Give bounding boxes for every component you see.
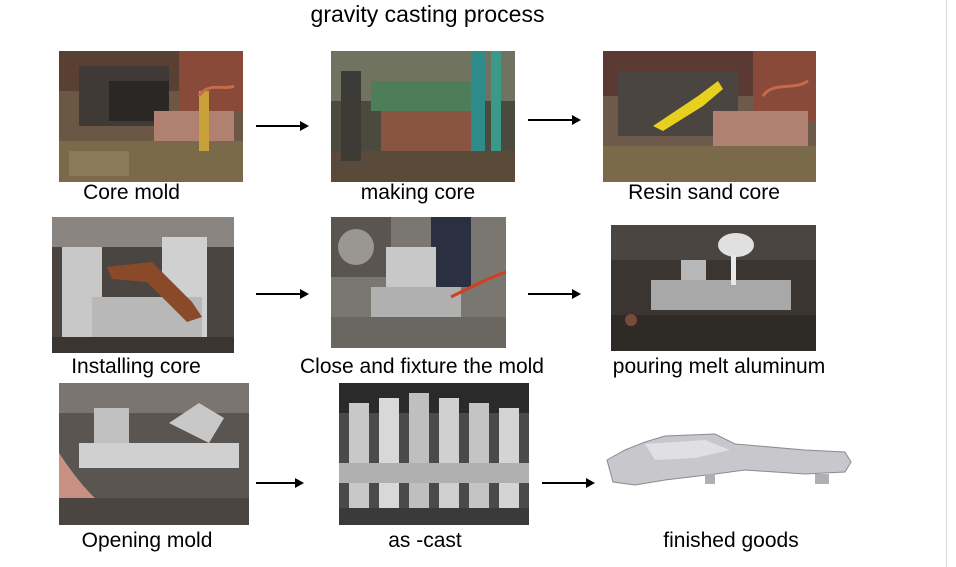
arrow-2-to-3 — [528, 115, 581, 125]
caption-core-mold: Core mold — [59, 181, 204, 205]
photo-making-core — [331, 51, 515, 182]
diagram-title: gravity casting process — [0, 0, 855, 28]
photo-core-mold — [59, 51, 243, 182]
caption-making-core: making core — [339, 181, 497, 205]
caption-installing-core: Installing core — [60, 355, 212, 379]
arrow-1-to-2 — [256, 121, 309, 131]
arrow-5-to-6 — [528, 289, 581, 299]
caption-as-cast: as -cast — [366, 529, 484, 553]
photo-pouring-aluminum — [611, 225, 816, 351]
arrow-8-to-9 — [542, 478, 595, 488]
caption-opening-mold: Opening mold — [67, 529, 227, 553]
photo-resin-sand-core — [603, 51, 816, 182]
arrow-7-to-8 — [256, 478, 304, 488]
arrow-4-to-5 — [256, 289, 309, 299]
caption-pouring-aluminum: pouring melt aluminum — [592, 355, 846, 379]
photo-close-fixture-mold — [331, 217, 506, 348]
photo-installing-core — [52, 217, 234, 353]
photo-opening-mold — [59, 383, 249, 525]
right-border-line — [946, 0, 947, 567]
photo-as-cast — [339, 383, 529, 525]
caption-resin-sand-core: Resin sand core — [610, 181, 798, 205]
caption-close-fixture-mold: Close and fixture the mold — [276, 355, 568, 379]
photo-finished-goods — [605, 430, 853, 492]
caption-finished-goods: finished goods — [645, 529, 817, 553]
